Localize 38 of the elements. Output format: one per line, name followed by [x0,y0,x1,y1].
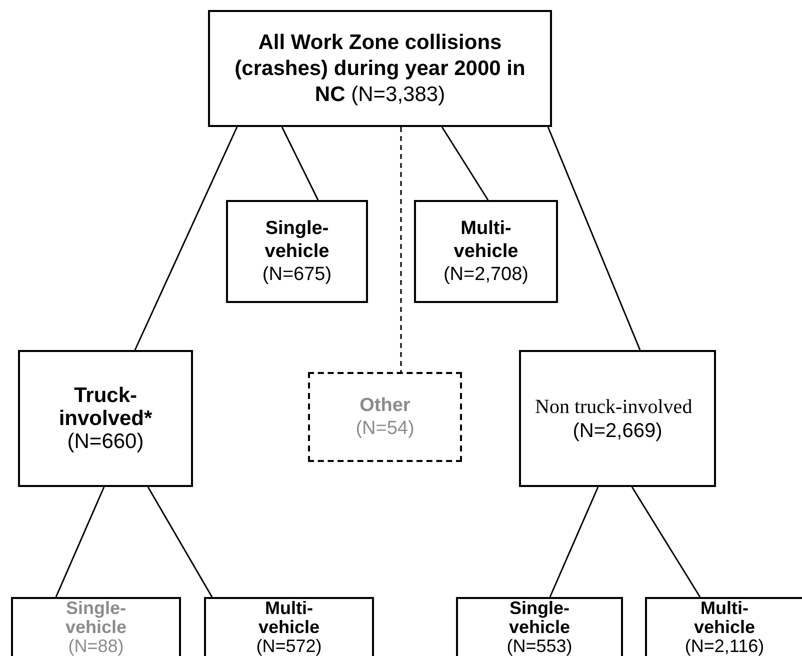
process-box [645,597,802,656]
process-box [456,597,623,656]
process-box [414,200,558,303]
count-text: (N=660) [67,430,144,453]
connector-line [55,486,105,598]
process-box [308,372,462,462]
box-heading: All Work Zone collisions (crashes) during year 2000 in NC (N=3,383) [234,30,526,108]
count-text: (N=553) [506,637,572,656]
count-text: (N=54) [356,417,414,440]
connector-line [631,486,701,598]
process-box [226,200,368,303]
count-text: (N=572) [256,637,322,656]
process-box [204,597,374,656]
process-box [208,10,552,127]
count-text: (N=2,708) [443,263,529,286]
connector-line [281,126,319,200]
box-heading: Multi-vehicle [692,599,756,637]
box-heading: Multi-vehicle [452,217,520,263]
count-text: (N=2,116) [684,637,764,656]
box-heading: Truck-involved* [58,384,154,430]
box-heading: Other [360,394,410,417]
connector-line [441,126,489,200]
connector-line [147,486,213,598]
box-heading: Non truck-involved [535,395,694,420]
box-heading: Single-vehicle [264,217,330,263]
connector-line [549,486,599,598]
process-box [519,350,716,487]
connector-line [547,126,641,350]
process-box [18,350,193,487]
box-heading: Multi-vehicle [257,599,321,637]
box-heading: Single-vehicle [64,599,128,637]
connector-line [134,126,238,350]
connector-line [400,127,402,372]
process-box [11,597,181,656]
count-text: (N=675) [262,263,332,286]
box-heading: Single-vehicle [508,599,572,637]
count-text: (N=88) [68,637,124,656]
count-text: (N=2,669) [572,420,662,443]
